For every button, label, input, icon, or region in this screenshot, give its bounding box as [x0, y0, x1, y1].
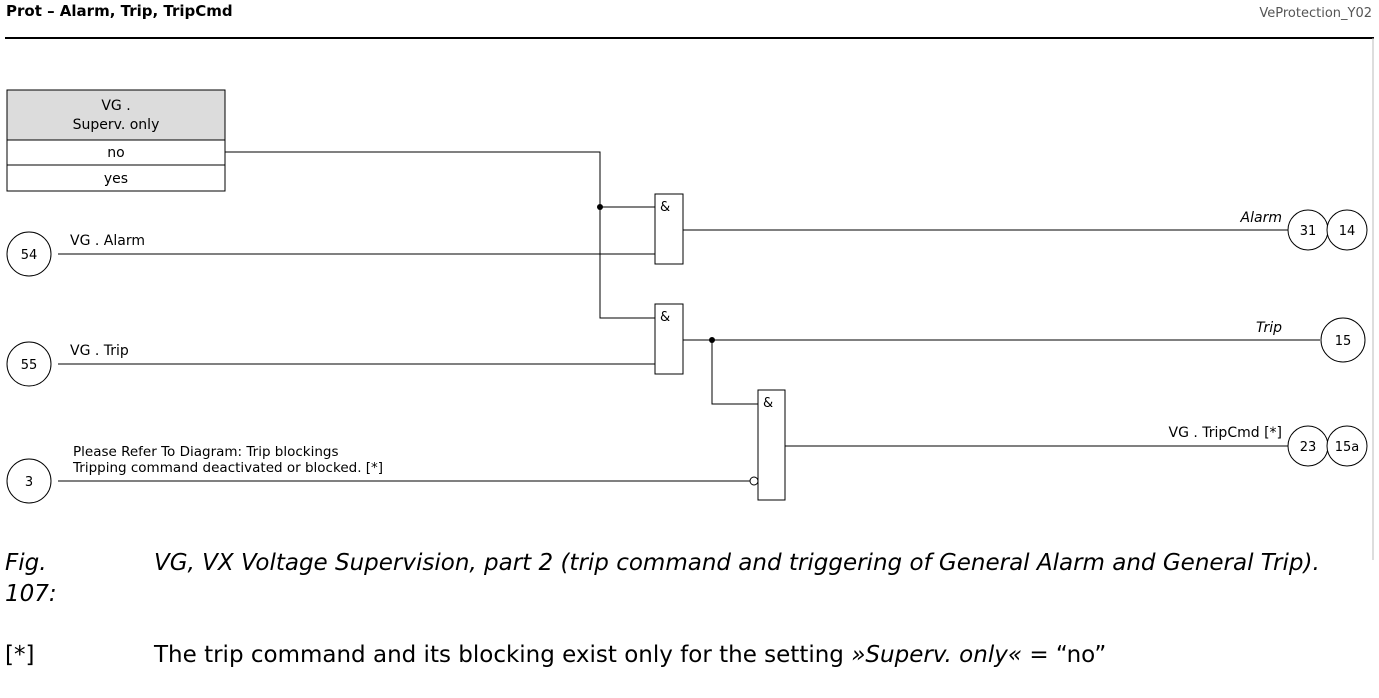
- input-label-block-line1: Please Refer To Diagram: Trip blockings: [73, 444, 339, 460]
- input-label-block-line2: Tripping command deactivated or blocked.…: [72, 460, 383, 476]
- and-gate-alarm-body: [654, 193, 684, 265]
- input-node-trip: [6, 341, 52, 387]
- and-gate-tripcmd-body: [757, 389, 786, 501]
- output-label-trip: Trip: [1256, 320, 1282, 336]
- output-node-alarm-1-number: 31: [1300, 224, 1317, 239]
- wire-trip-to-gate3: [711, 340, 758, 405]
- output-node-tripcmd-2: [1326, 425, 1368, 467]
- junction-dot-superv: [597, 204, 603, 210]
- setting-option-yes-cell: [6, 164, 226, 192]
- output-node-alarm-2: [1326, 209, 1368, 251]
- inverter-bubble: [749, 476, 759, 486]
- setting-option-no-cell: [6, 139, 226, 166]
- footnote-marker: [*]: [5, 642, 35, 668]
- input-block: 3 Please Refer To Diagram: Trip blocking…: [6, 444, 383, 504]
- output-node-tripcmd-2-number: 15a: [1335, 440, 1360, 455]
- junction-dot-trip: [709, 337, 715, 343]
- setting-option-no: no: [107, 145, 124, 161]
- setting-table-header: [6, 89, 226, 141]
- and-gate-trip-body: [654, 303, 684, 375]
- and-gate-tripcmd: &: [749, 389, 786, 501]
- output-label-tripcmd: VG . TripCmd [*]: [1169, 425, 1282, 441]
- input-node-alarm: [6, 231, 52, 277]
- input-trip: 55 VG . Trip: [6, 341, 129, 387]
- and-gate-alarm: &: [654, 193, 684, 265]
- input-node-alarm-number: 54: [21, 248, 38, 263]
- setting-option-yes: yes: [104, 171, 128, 187]
- wires: [58, 151, 1320, 482]
- footnote-text-after: = “no”: [1022, 642, 1107, 668]
- diagram-id: VeProtection_Y02: [1259, 6, 1372, 21]
- input-node-block-number: 3: [25, 475, 33, 490]
- output-trip: Trip 15: [1256, 317, 1366, 363]
- input-label-alarm: VG . Alarm: [70, 233, 145, 249]
- setting-table: VG . Superv. only no yes: [6, 89, 226, 192]
- figure-number: Fig. 107:: [5, 550, 57, 607]
- output-node-trip: [1320, 317, 1366, 363]
- and-gate-alarm-symbol: &: [660, 200, 670, 215]
- output-label-alarm: Alarm: [1240, 210, 1282, 226]
- setting-name-line1: VG .: [101, 98, 130, 114]
- setting-name-line2: Superv. only: [73, 117, 160, 133]
- figure-caption-text: VG, VX Voltage Supervision, part 2 (trip…: [154, 550, 1320, 576]
- output-alarm: Alarm 31 14: [1240, 209, 1368, 251]
- footnote-text-before: The trip command and its blocking exist …: [154, 642, 852, 668]
- output-node-trip-number: 15: [1335, 334, 1352, 349]
- input-node-trip-number: 55: [21, 358, 38, 373]
- and-gate-trip-symbol: &: [660, 310, 670, 325]
- output-node-tripcmd-1-number: 23: [1300, 440, 1317, 455]
- footnote-setting-name: »Superv. only«: [851, 642, 1023, 668]
- diagram-title: Prot – Alarm, Trip, TripCmd: [6, 2, 233, 20]
- output-node-alarm-2-number: 14: [1339, 224, 1356, 239]
- output-tripcmd: VG . TripCmd [*] 23 15a: [1169, 425, 1368, 467]
- input-label-trip: VG . Trip: [70, 343, 129, 359]
- logic-diagram: Prot – Alarm, Trip, TripCmd VeProtection…: [5, 2, 1374, 560]
- input-alarm: 54 VG . Alarm: [6, 231, 145, 277]
- and-gate-tripcmd-symbol: &: [763, 396, 773, 411]
- and-gate-trip: &: [654, 303, 684, 375]
- wire-superv-no: [225, 151, 655, 319]
- footnote-text: The trip command and its blocking exist …: [154, 640, 1106, 671]
- input-node-block: [6, 458, 52, 504]
